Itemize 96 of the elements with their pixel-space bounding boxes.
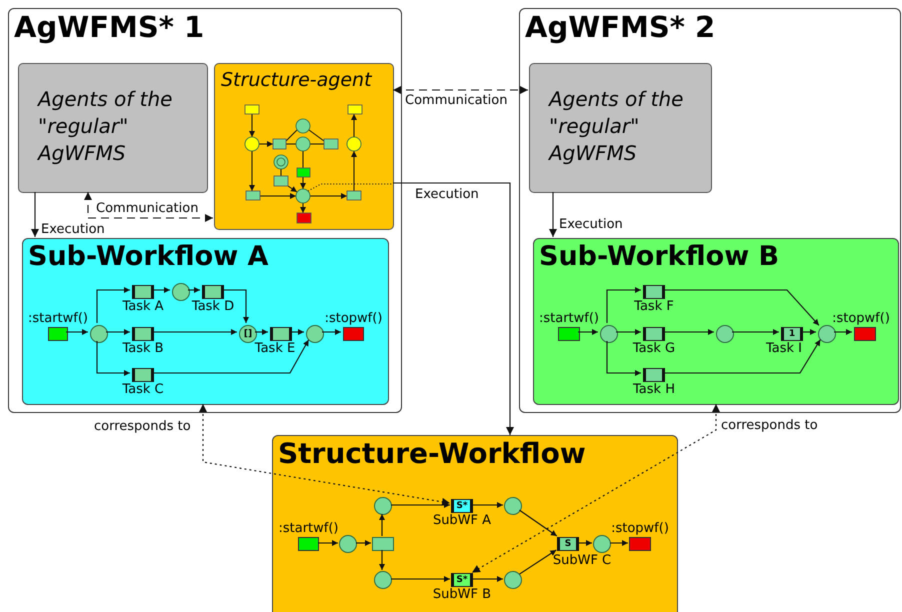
arrow <box>519 510 558 536</box>
transition-mark: S* <box>456 501 468 511</box>
arrow <box>610 540 628 546</box>
method-label: :stopwf() <box>324 311 382 326</box>
arrow <box>606 341 641 376</box>
transition-label: Task I <box>766 341 802 356</box>
edge-label: corresponds to <box>93 419 192 434</box>
transition-label: Task E <box>254 341 296 356</box>
arrow <box>152 287 170 293</box>
method-label: :stopwf() <box>832 311 890 326</box>
place-circle <box>600 325 618 343</box>
place-circle <box>339 535 357 553</box>
workflow-panel <box>22 238 389 405</box>
transition-label: SubWF B <box>432 587 492 602</box>
arrow <box>188 287 200 293</box>
system-panel <box>8 8 402 413</box>
arrow <box>106 329 130 335</box>
place-circle <box>239 325 257 343</box>
workflow-panel <box>272 435 678 612</box>
token-mark: [] <box>244 329 252 339</box>
arrow <box>290 329 304 335</box>
transition-label: Task A <box>122 299 164 314</box>
agent-group-box <box>18 63 208 193</box>
arrow <box>199 404 450 506</box>
agent-group-box <box>529 63 712 193</box>
arrow <box>379 550 385 570</box>
place-circle <box>504 497 522 515</box>
transition-label: SubWF A <box>432 513 492 528</box>
arrow <box>578 540 592 546</box>
transition-label: Task H <box>633 382 675 397</box>
arrow <box>472 576 503 582</box>
panel-title: Sub-Workflow A <box>28 241 268 272</box>
panel-title: Structure-Workflow <box>278 438 586 470</box>
place-circle <box>90 325 108 343</box>
arrow <box>96 287 130 323</box>
workflow-panel <box>533 238 899 405</box>
transition-label: Task B <box>122 341 164 356</box>
arrow <box>152 329 237 335</box>
arrow <box>578 329 598 335</box>
arrow <box>801 329 816 335</box>
agent-title: Structure-agent <box>221 69 372 92</box>
arrow <box>519 550 557 575</box>
method-label: :startwf() <box>28 311 88 326</box>
edge-label: corresponds to <box>720 418 819 433</box>
agent-group-label: Agents of the "regular" AgWFMS <box>38 86 174 167</box>
arrow <box>549 192 557 237</box>
place-circle <box>172 283 190 301</box>
arrow <box>255 329 268 335</box>
transition-mark: S* <box>456 575 468 585</box>
arrow <box>472 404 720 574</box>
method-label: :stopwf() <box>611 521 669 536</box>
arrow <box>663 339 821 374</box>
arrow <box>834 329 852 335</box>
arrow <box>663 329 714 335</box>
arrow <box>318 540 338 546</box>
arrow <box>732 329 779 335</box>
arrow <box>222 289 249 323</box>
arrow <box>356 540 371 546</box>
transition-label: Task F <box>634 299 674 314</box>
arrow <box>472 502 503 508</box>
transition-label: Task C <box>122 382 164 397</box>
transition-mark: S <box>564 539 572 549</box>
agent-box <box>214 63 394 230</box>
arrow <box>66 329 88 335</box>
method-label: :startwf() <box>539 311 599 326</box>
place-circle <box>306 325 324 343</box>
arrow <box>391 502 450 508</box>
place-circle <box>374 497 392 515</box>
transition-label: Task G <box>632 341 676 356</box>
place-circle <box>818 325 836 343</box>
arrow <box>393 86 528 94</box>
transition-label: Task D <box>192 299 234 314</box>
transition-mark: 1 <box>788 329 796 339</box>
arrow <box>616 329 641 335</box>
arrow <box>96 341 130 376</box>
arrow <box>379 514 385 536</box>
arrow <box>31 192 39 237</box>
arrow <box>152 340 310 374</box>
system-panel <box>519 8 901 413</box>
place-circle <box>374 571 392 589</box>
arrow <box>393 182 514 435</box>
agent-group-label: Agents of the "regular" AgWFMS <box>549 86 684 167</box>
method-label: :startwf() <box>278 521 338 536</box>
panel-title: Sub-Workflow B <box>539 241 780 272</box>
panel-title: AgWFMS* 2 <box>525 11 716 44</box>
transition <box>372 537 394 551</box>
arrow <box>606 287 641 323</box>
transition-label: SubWF C <box>552 553 612 568</box>
arrow <box>322 329 341 335</box>
place-circle <box>593 535 611 553</box>
arrow <box>663 289 820 326</box>
arrow <box>391 576 450 582</box>
place-circle <box>716 325 734 343</box>
place-circle <box>504 571 522 589</box>
arrow <box>84 192 213 222</box>
panel-title: AgWFMS* 1 <box>14 11 204 44</box>
